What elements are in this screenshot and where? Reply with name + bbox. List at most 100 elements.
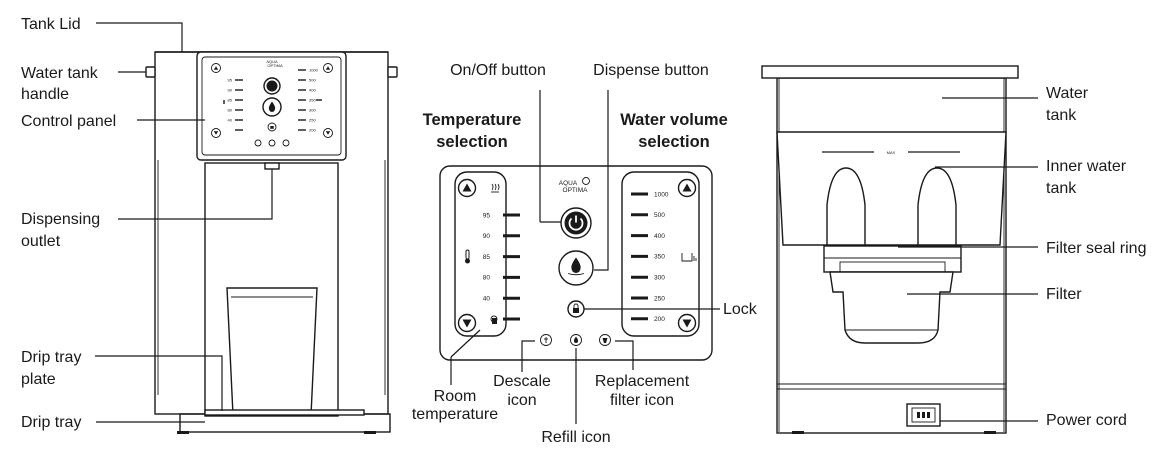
filter-lobe-right — [917, 167, 957, 245]
drip-tray — [179, 413, 391, 433]
cup-icon — [681, 253, 697, 262]
temperature-panel — [454, 171, 507, 337]
mini-lock-icon — [270, 126, 274, 129]
drip-tray-plate — [204, 409, 365, 416]
label-water-volume-selection-line2: selection — [638, 133, 710, 151]
label-descale-icon-line1: Descale — [493, 373, 551, 390]
mini-volume-label: 300 — [309, 107, 316, 112]
label-water-tank-handle-line2: handle — [21, 86, 69, 103]
volume-panel — [621, 171, 700, 337]
temperature-label: 85 — [483, 254, 491, 261]
max-mark: MAX — [887, 150, 896, 155]
label-water-volume-selection-line1: Water volume — [620, 111, 728, 129]
label-replacement-filter-icon-line1: Replacement — [595, 373, 690, 390]
label-drip-tray-plate-line1: Drip tray — [21, 349, 81, 366]
mini-refill-icon — [268, 139, 276, 147]
volume-label: 200 — [654, 316, 665, 323]
mini-brand-bottom: OPTIMA — [267, 63, 283, 68]
temperature-label: 40 — [483, 296, 491, 303]
mini-power-button — [263, 77, 281, 95]
leader-drip-tray-plate — [95, 355, 223, 411]
temperature-up-button — [457, 178, 477, 198]
dispenser-open-view: MAX — [761, 65, 1019, 434]
label-water-tank-line1: Water — [1046, 85, 1089, 102]
temperature-label: 95 — [483, 212, 491, 219]
control-panel-detail: AQUA OPTIMA — [439, 165, 713, 361]
water-tank-handle-right — [387, 66, 398, 78]
label-filter-seal-ring: Filter seal ring — [1046, 240, 1146, 257]
power-icon — [568, 217, 584, 231]
label-drip-tray-plate-line2: plate — [21, 371, 56, 388]
mini-volume-label: 200 — [309, 127, 316, 132]
label-replacement-filter-icon-line2: filter icon — [610, 392, 674, 409]
socket-pin-1 — [917, 412, 920, 418]
leader-dispense — [594, 90, 609, 271]
descale-icon — [540, 334, 552, 346]
leader-dispensing-outlet — [118, 169, 273, 220]
lock-icon — [573, 308, 579, 313]
brand-logo-mark — [582, 177, 590, 185]
mini-temperature-label: 80 — [228, 107, 233, 112]
dispense-button — [558, 250, 594, 286]
temperature-label: 80 — [483, 275, 491, 282]
room-temp-glyph — [492, 318, 497, 324]
water-drop-icon — [571, 257, 581, 273]
mini-temp-up-button — [211, 63, 221, 73]
open-foot-left — [792, 431, 804, 434]
label-water-tank-handle-line1: Water tank — [21, 65, 99, 82]
lock-shackle — [573, 303, 579, 308]
mini-power-icon — [266, 80, 278, 92]
right-leader-lines — [898, 97, 1038, 422]
arrow-down-icon — [462, 319, 472, 328]
mini-temp-down-button — [211, 128, 221, 138]
refill-icon — [570, 334, 582, 346]
arrow-up-icon — [682, 183, 692, 192]
socket-pin-3 — [927, 412, 930, 418]
temperature-down-button — [457, 313, 477, 333]
thermometer-stem — [465, 249, 470, 260]
label-refill-icon: Refill icon — [541, 429, 610, 446]
label-on-off-button: On/Off button — [450, 62, 546, 79]
leader-replacement-filter — [615, 340, 634, 370]
volume-down-button — [677, 313, 697, 333]
mini-volume-label: 250 — [309, 117, 316, 122]
mini-arrow-up-icon — [325, 66, 331, 70]
mini-filter-icon — [282, 139, 290, 147]
descale-icon-ring — [540, 334, 552, 346]
mini-temperature-label: 85 — [228, 97, 233, 102]
filter-lobe-left — [826, 167, 866, 245]
mini-volume-label: 350 — [309, 97, 316, 102]
label-power-cord: Power cord — [1046, 412, 1127, 429]
mini-temperature-label: 95 — [228, 77, 233, 82]
mini-arrow-down-icon — [213, 131, 219, 135]
dispenser-front-view: AQUA OPTIMA 9590858040100050040035030025… — [145, 51, 398, 434]
label-lock: Lock — [723, 301, 758, 318]
refill-icon-ring — [570, 334, 582, 346]
mini-volume-label: 400 — [309, 87, 316, 92]
mini-volume-down-button — [323, 128, 333, 138]
volume-label: 250 — [654, 295, 665, 302]
mini-panel-controls — [211, 63, 333, 147]
mini-volume-label: 500 — [309, 77, 316, 82]
mini-volume-up-button — [323, 63, 333, 73]
leader-tank-lid — [96, 22, 183, 52]
arrow-down-icon — [682, 319, 692, 328]
volume-label: 500 — [654, 212, 665, 219]
thermometer-bulb — [465, 258, 470, 264]
right-labels: Water tank Inner water tank Filter seal … — [1046, 85, 1146, 429]
label-temperature-selection-line1: Temperature — [423, 111, 522, 129]
volume-label: 300 — [654, 275, 665, 282]
leader-descale — [521, 340, 535, 372]
mini-water-drop-icon — [268, 101, 276, 112]
filter-cartridge — [829, 271, 954, 344]
hot-steam — [491, 183, 500, 191]
foot-left — [177, 431, 189, 434]
mini-control-panel-inner — [201, 56, 342, 156]
label-dispensing-outlet-line1: Dispensing — [21, 211, 100, 228]
middle-leader-lines — [450, 90, 720, 424]
socket-pin-2 — [922, 412, 925, 418]
power-icon-disc — [564, 211, 588, 235]
label-drip-tray: Drip tray — [21, 414, 81, 431]
